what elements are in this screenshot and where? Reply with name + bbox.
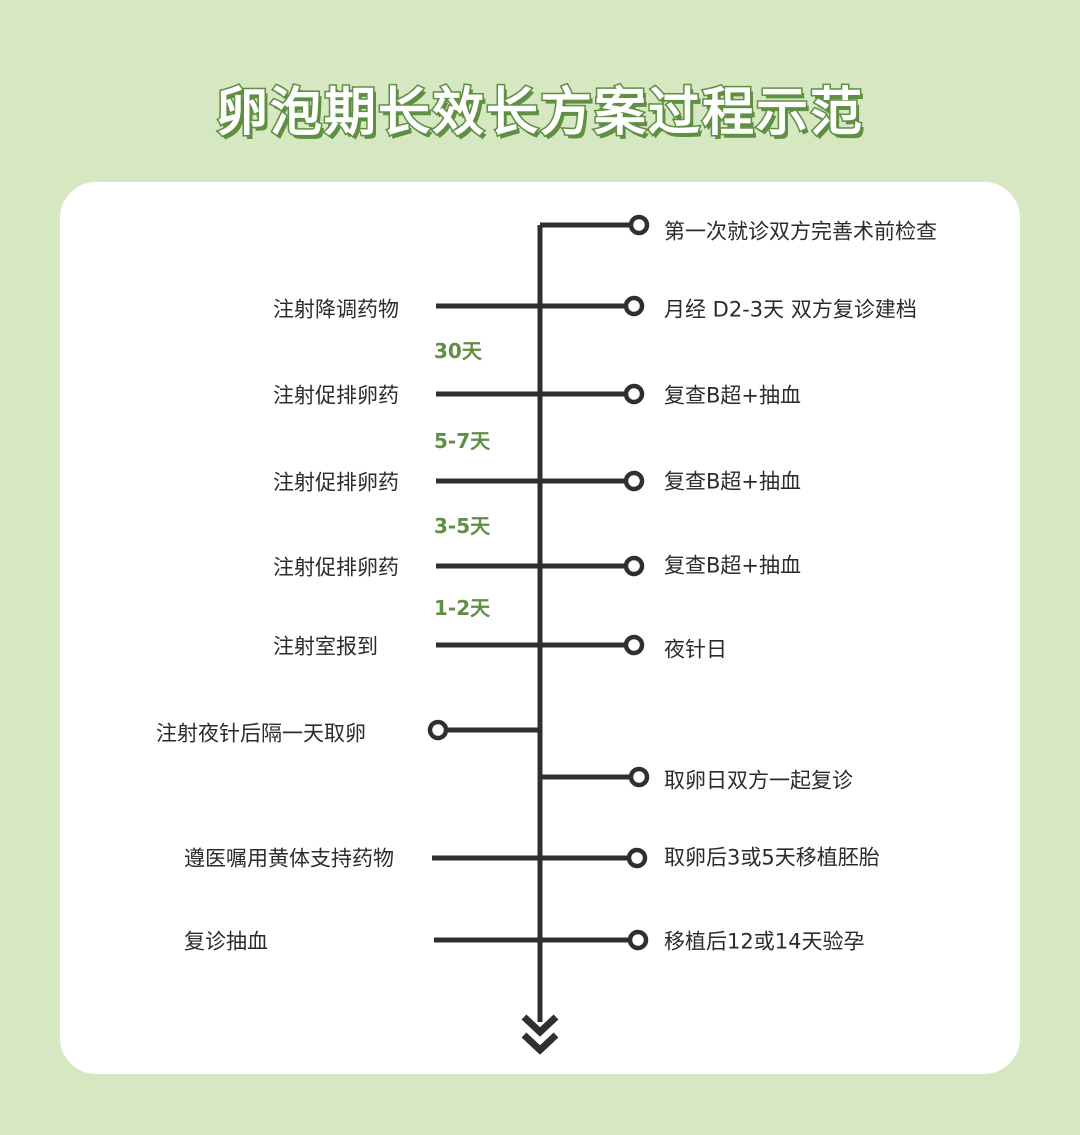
left-step-label: 遵医嘱用黄体支持药物 <box>184 846 394 871</box>
step-node-icon <box>628 766 650 788</box>
step-node-icon <box>623 295 645 317</box>
right-step-label: 复查B超+抽血 <box>664 383 802 408</box>
interval-duration: 3-5天 <box>434 514 491 538</box>
left-step-label: 复诊抽血 <box>184 929 268 954</box>
right-step-label: 月经 D2-3天 双方复诊建档 <box>664 297 917 322</box>
double-chevron-down-icon <box>521 1014 559 1055</box>
page-title: 卵泡期长效长方案过程示范 <box>214 82 864 145</box>
left-step-label: 注射促排卵药 <box>273 470 399 495</box>
step-node-icon <box>427 719 449 741</box>
step-node-icon <box>623 634 645 656</box>
step-node-icon <box>627 929 649 951</box>
left-step-label: 注射夜针后隔一天取卵 <box>156 721 366 746</box>
right-step-label: 复查B超+抽血 <box>664 469 802 494</box>
step-node-icon <box>623 555 645 577</box>
right-step-label: 夜针日 <box>664 637 727 662</box>
interval-duration: 30天 <box>434 339 482 363</box>
right-step-label: 第一次就诊双方完善术前检查 <box>664 219 937 244</box>
left-step-label: 注射促排卵药 <box>273 555 399 580</box>
right-step-label: 取卵日双方一起复诊 <box>664 768 853 793</box>
interval-duration: 5-7天 <box>434 429 491 453</box>
left-step-label: 注射促排卵药 <box>273 383 399 408</box>
step-node-icon <box>628 214 650 236</box>
right-step-label: 移植后12或14天验孕 <box>664 929 865 954</box>
step-node-icon <box>623 470 645 492</box>
left-step-label: 注射室报到 <box>273 634 378 659</box>
right-step-label: 取卵后3或5天移植胚胎 <box>664 845 880 870</box>
step-node-icon <box>626 847 648 869</box>
interval-duration: 1-2天 <box>434 596 491 620</box>
right-step-label: 复查B超+抽血 <box>664 553 802 578</box>
step-node-icon <box>623 383 645 405</box>
left-step-label: 注射降调药物 <box>273 297 399 322</box>
